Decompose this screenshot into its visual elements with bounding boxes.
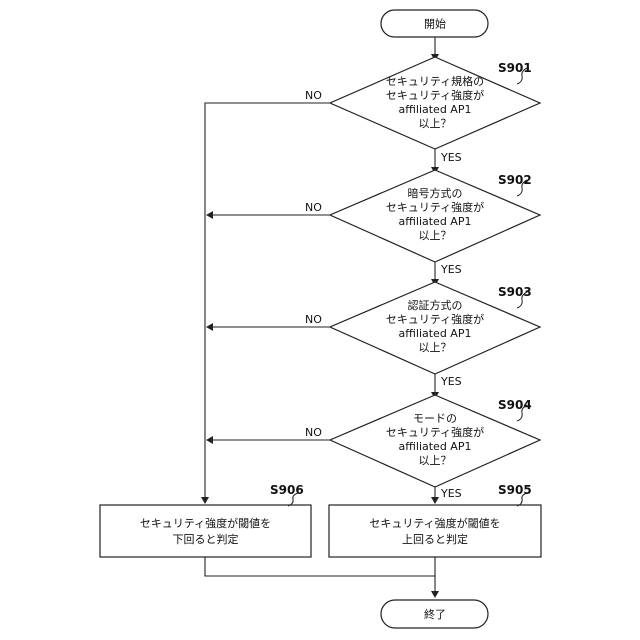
decision-line: セキュリティ強度が [386, 312, 484, 326]
yes-label: YES [440, 151, 462, 164]
decision-s901: セキュリティ規格の セキュリティ強度が affiliated AP1 以上？ S… [330, 57, 540, 149]
no-label: NO [305, 313, 322, 326]
arrowhead [201, 497, 209, 504]
yes-label: YES [440, 263, 462, 276]
start-label: 開始 [424, 17, 446, 31]
decision-line: モードの [413, 412, 457, 425]
arrowhead [206, 211, 213, 219]
process-line: セキュリティ強度が閾値を [140, 516, 271, 530]
no-label: NO [305, 201, 322, 214]
arrowhead [206, 323, 213, 331]
decision-line: affiliated AP1 [399, 103, 472, 116]
decision-line: 以上？ [419, 117, 452, 130]
process-line: セキュリティ強度が閾値を [369, 516, 500, 530]
arrowhead [431, 497, 439, 504]
edge-s906-to-merge [205, 557, 435, 576]
step-label: S901 [498, 61, 532, 75]
decision-line: セキュリティ強度が [386, 88, 484, 102]
decision-s903: 認証方式の セキュリティ強度が affiliated AP1 以上？ S903 [330, 282, 540, 374]
end-label: 終了 [424, 607, 446, 621]
process-shape [100, 505, 311, 557]
decision-s902: 暗号方式の セキュリティ強度が affiliated AP1 以上？ S902 [330, 170, 540, 262]
process-line: 下回ると判定 [173, 532, 239, 546]
yes-label: YES [440, 375, 462, 388]
decision-line: affiliated AP1 [399, 327, 472, 340]
decision-line: 認証方式の [408, 298, 463, 312]
end-terminal: 終了 [381, 600, 488, 628]
start-terminal: 開始 [381, 10, 488, 37]
decision-line: 以上？ [419, 341, 452, 354]
decision-line: セキュリティ強度が [386, 425, 484, 439]
decision-line: 以上？ [419, 229, 452, 242]
step-label: S906 [270, 483, 304, 497]
arrowhead [206, 436, 213, 444]
decision-line: セキュリティ規格の [386, 74, 484, 88]
no-label: NO [305, 89, 322, 102]
decision-line: 暗号方式の [408, 186, 463, 200]
yes-label: YES [440, 487, 462, 500]
decision-s904: モードの セキュリティ強度が affiliated AP1 以上？ S904 [330, 395, 540, 487]
arrowhead [431, 591, 439, 598]
process-shape [329, 505, 541, 557]
step-label: S902 [498, 173, 532, 187]
decision-line: 以上？ [419, 454, 452, 467]
decision-line: セキュリティ強度が [386, 200, 484, 214]
decision-line: affiliated AP1 [399, 440, 472, 453]
no-label: NO [305, 426, 322, 439]
process-line: 上回ると判定 [402, 532, 468, 546]
step-label: S903 [498, 285, 532, 299]
decision-line: affiliated AP1 [399, 215, 472, 228]
step-label: S905 [498, 483, 532, 497]
step-label: S904 [498, 398, 532, 412]
